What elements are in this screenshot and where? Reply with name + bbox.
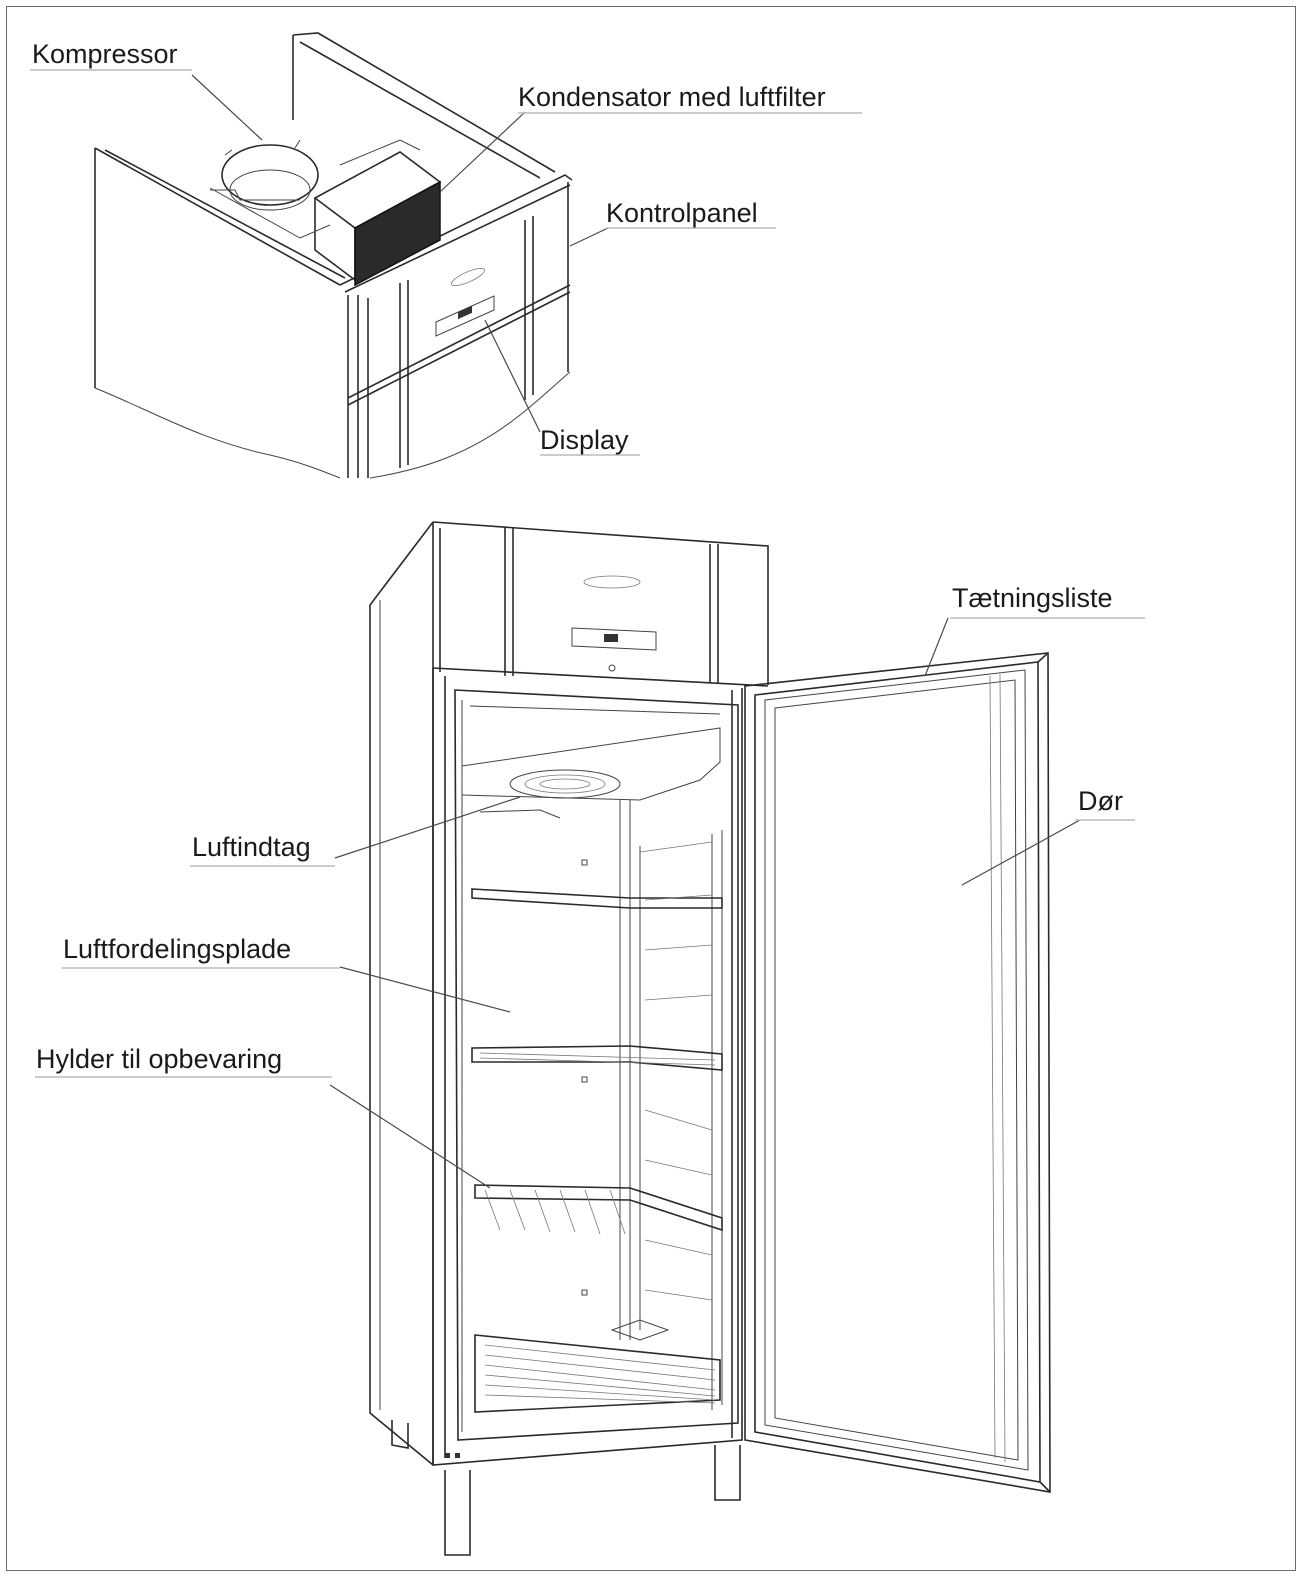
label-taetningsliste: Tætningsliste <box>952 583 1113 613</box>
label-luftindtag: Luftindtag <box>192 832 311 862</box>
main-cabinet-drawing <box>369 521 769 1556</box>
open-door-drawing <box>744 652 1051 1493</box>
top-detail-drawing <box>94 32 573 479</box>
label-kontrolpanel: Kontrolpanel <box>606 198 758 228</box>
label-dor: Dør <box>1078 786 1123 816</box>
label-kompressor: Kompressor <box>32 39 178 69</box>
label-hylder: Hylder til opbevaring <box>36 1044 283 1074</box>
label-display: Display <box>540 425 629 455</box>
main-leaders <box>35 617 1145 1189</box>
top-leaders <box>30 69 862 456</box>
figure-frame <box>6 6 1296 1571</box>
label-kondensator: Kondensator med luftfilter <box>518 82 826 112</box>
label-luftfordelingsplade: Luftfordelingsplade <box>63 934 292 964</box>
